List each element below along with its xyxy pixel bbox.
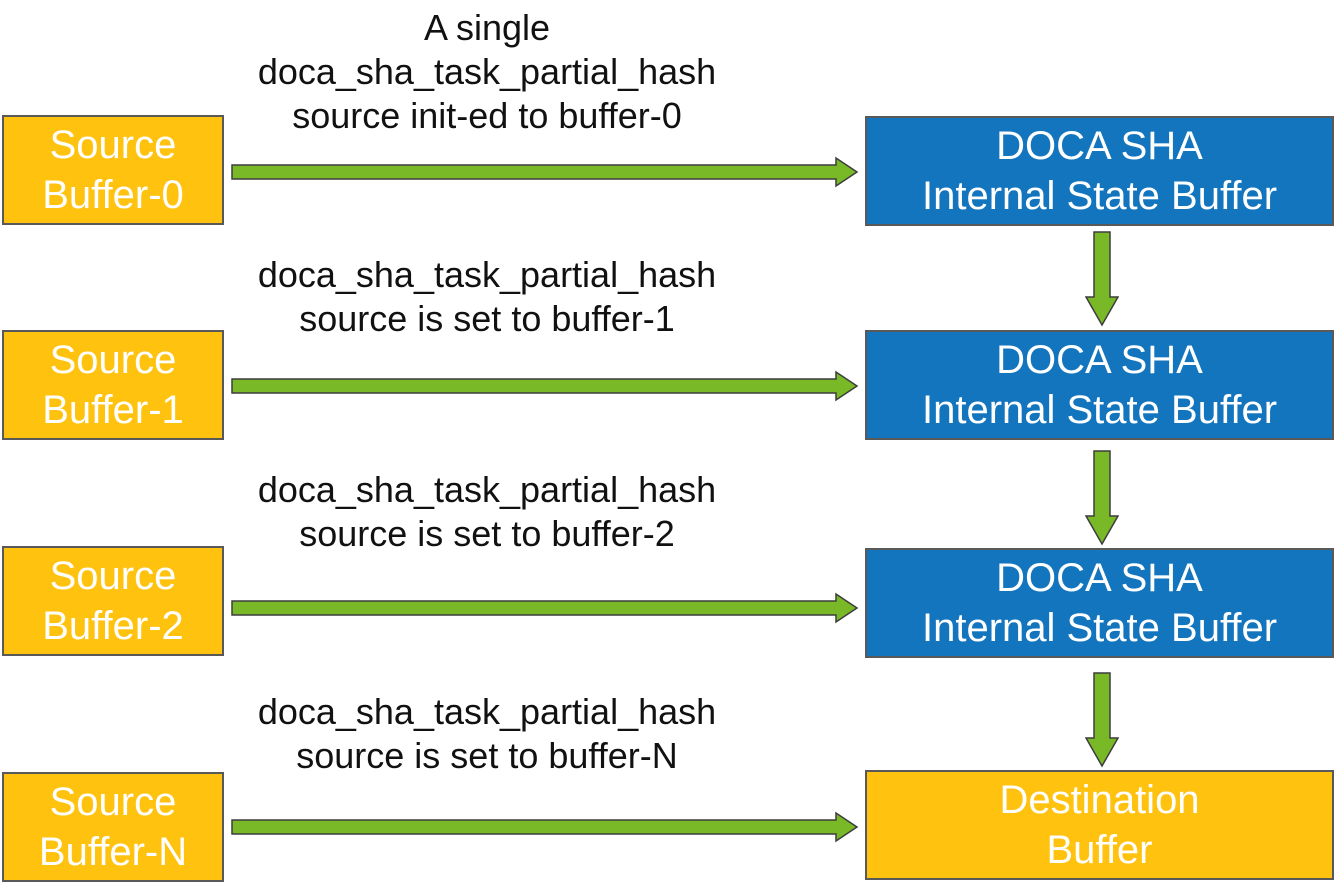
label-line: doca_sha_task_partial_hash [257,691,717,732]
box-text: Source [49,338,177,382]
box-doca-sha-state-1: DOCA SHA Internal State Buffer [865,330,1334,440]
box-text: Buffer-N [38,830,188,874]
box-text: DOCA SHA [996,338,1203,382]
box-text: Buffer-2 [42,604,184,648]
arrow-source-n-to-destination-icon [231,811,859,843]
label-partial-hash-task-0: A single doca_sha_task_partial_hash sour… [185,6,789,138]
box-text: Internal State Buffer [921,174,1278,218]
arrow-state-0-to-state-1-icon [1085,231,1119,327]
label-line: source is set to buffer-N [296,735,678,776]
label-line: doca_sha_task_partial_hash [257,469,717,510]
arrow-source-1-to-state-icon [231,370,859,402]
box-text: DOCA SHA [996,556,1203,600]
box-text: Internal State Buffer [921,388,1278,432]
box-source-buffer-1: Source Buffer-1 [2,330,224,440]
label-line: doca_sha_task_partial_hash [257,51,717,92]
label-line: doca_sha_task_partial_hash [257,254,717,295]
label-partial-hash-task-1: doca_sha_task_partial_hash source is set… [185,253,789,341]
box-text: Destination [999,778,1200,822]
box-text: Internal State Buffer [921,606,1278,650]
box-text: Source [49,554,177,598]
box-doca-sha-state-0: DOCA SHA Internal State Buffer [865,116,1334,226]
arrow-state-1-to-state-2-icon [1085,450,1119,546]
box-source-buffer-n: Source Buffer-N [2,772,224,882]
box-text: Source [49,780,177,824]
label-line: source init-ed to buffer-0 [292,95,682,136]
arrow-source-0-to-state-icon [231,156,859,188]
label-line: source is set to buffer-2 [299,513,675,554]
label-line: source is set to buffer-1 [299,298,675,339]
arrow-source-2-to-state-icon [231,592,859,624]
box-text: DOCA SHA [996,124,1203,168]
label-partial-hash-task-n: doca_sha_task_partial_hash source is set… [185,690,789,778]
box-source-buffer-0: Source Buffer-0 [2,115,224,225]
box-destination-buffer: Destination Buffer [865,770,1334,880]
box-text: Buffer-0 [42,173,184,217]
box-text: Buffer [1046,828,1153,872]
box-doca-sha-state-2: DOCA SHA Internal State Buffer [865,548,1334,658]
box-source-buffer-2: Source Buffer-2 [2,546,224,656]
arrow-state-2-to-destination-icon [1085,672,1119,768]
label-partial-hash-task-2: doca_sha_task_partial_hash source is set… [185,468,789,556]
label-line: A single [423,7,551,48]
box-text: Buffer-1 [42,388,184,432]
box-text: Source [49,123,177,167]
